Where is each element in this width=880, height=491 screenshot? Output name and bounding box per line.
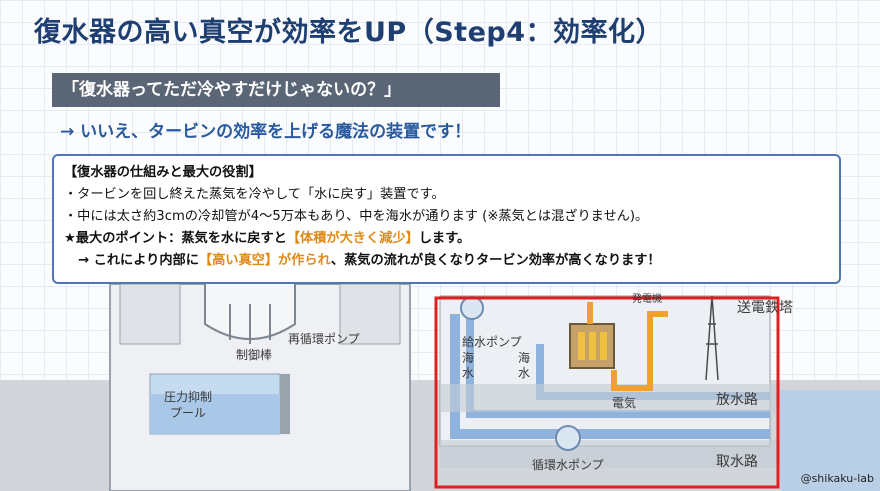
feedwater-pump-symbol bbox=[460, 296, 484, 320]
reactor-wall-right bbox=[339, 284, 401, 345]
key-point-highlight: 【体積が大きく減少】 bbox=[286, 231, 419, 246]
label-recirc-pump: 再循環ポンプ bbox=[288, 332, 360, 346]
pool-wall bbox=[280, 374, 290, 434]
result-highlight: 【高い真空】 bbox=[198, 253, 279, 268]
label-seawater-left-2: 水 bbox=[462, 366, 475, 380]
result-highlight-2: が作られ bbox=[278, 253, 331, 268]
label-generator-partial: 発電機 bbox=[632, 294, 662, 305]
label-seawater-right-2: 水 bbox=[518, 366, 531, 380]
info-key-point: ★最大のポイント：蒸気を水に戻すと【体積が大きく減少】します。 bbox=[64, 228, 829, 250]
circulating-pump-symbol bbox=[555, 425, 581, 451]
label-circulating-pump: 循環水ポンプ bbox=[532, 458, 604, 472]
answer-text: → いいえ、タービンの効率を上げる魔法の装置です！ bbox=[60, 122, 472, 142]
seawater-pipe-inner bbox=[466, 314, 770, 418]
label-feedwater-pump: 給水ポンプ bbox=[462, 335, 522, 349]
pool-water bbox=[150, 394, 280, 434]
question-banner: 「復水器ってただ冷やすだけじゃないの？」 bbox=[52, 73, 500, 107]
label-seawater-left-1: 海 bbox=[462, 351, 475, 365]
info-bullet-1: ・タービンを回し終えた蒸気を冷やして「水に戻す」装置です。 bbox=[64, 187, 445, 202]
intake-channel bbox=[440, 440, 780, 468]
seawater-pipe-outer bbox=[450, 314, 770, 439]
sea-area bbox=[780, 390, 880, 491]
turbine-hall bbox=[439, 295, 771, 447]
label-intake-channel: 取水路 bbox=[716, 454, 758, 470]
result-suffix: 、蒸気の流れが良くなりタービン効率が高くなります！ bbox=[330, 253, 661, 268]
info-box: 【復水器の仕組みと最大の役割】 ・タービンを回し終えた蒸気を冷やして「水に戻す」… bbox=[52, 154, 841, 284]
label-pool-1: 圧力抑制 bbox=[164, 390, 213, 404]
result-prefix: → これにより内部に bbox=[78, 253, 199, 268]
reactor-wall-left bbox=[119, 284, 181, 345]
key-point-prefix: ★最大のポイント：蒸気を水に戻すと bbox=[64, 231, 287, 246]
key-point-suffix: します。 bbox=[418, 231, 471, 246]
highlight-frame bbox=[434, 296, 780, 489]
info-result: → これにより内部に【高い真空】が作られ、蒸気の流れが良くなりタービン効率が高く… bbox=[64, 250, 829, 272]
label-transmission-tower: 送電鉄塔 bbox=[737, 300, 793, 316]
info-bullet-2: ・中には太さ約3cmの冷却管が4～5万本もあり、中を海水が通ります (※蒸気とは… bbox=[64, 209, 649, 224]
label-seawater-right-1: 海 bbox=[518, 351, 531, 365]
transmission-tower bbox=[705, 295, 719, 381]
electric-line bbox=[587, 302, 668, 391]
power-plant-diagram bbox=[0, 284, 880, 491]
page-title: 復水器の高い真空が効率をUP（Step4：効率化） bbox=[34, 17, 663, 48]
label-pool-2: プール bbox=[170, 406, 207, 420]
info-heading: 【復水器の仕組みと最大の役割】 bbox=[64, 165, 262, 180]
label-discharge-channel: 放水路 bbox=[716, 392, 758, 408]
label-electricity: 電気 bbox=[612, 396, 637, 410]
discharge-channel bbox=[440, 384, 780, 412]
label-control-rod: 制御棒 bbox=[236, 348, 273, 362]
watermark: @shikaku-lab bbox=[800, 472, 874, 485]
